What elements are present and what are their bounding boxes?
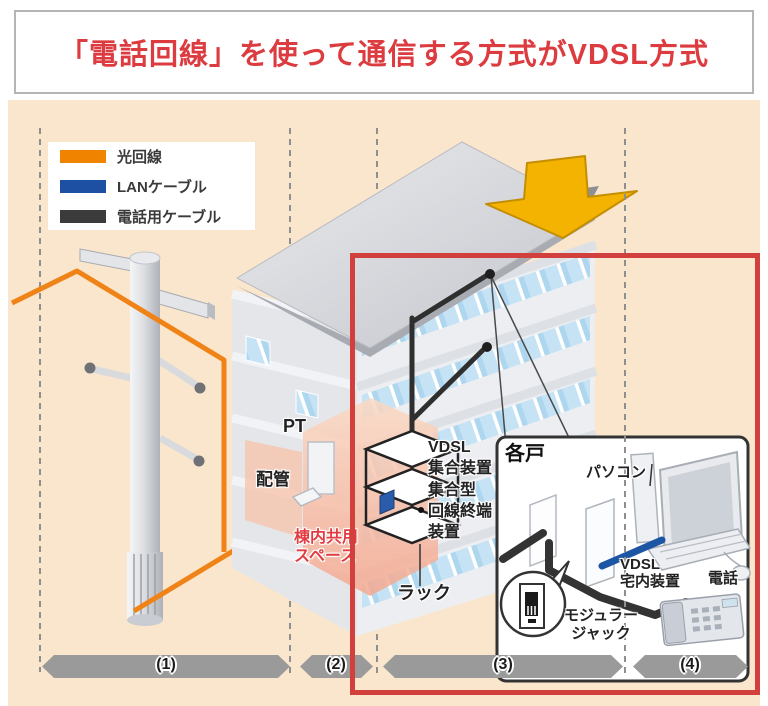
legend-item-fiber: 光回線 — [60, 146, 255, 167]
page-title: 「電話回線」を使って通信する方式がVDSL方式 — [59, 39, 709, 71]
section-label-3: (3) — [493, 656, 513, 673]
vdsl-cpe-label: VDSL 宅内装置 — [620, 556, 681, 590]
legend-label-phone: 電話用ケーブル — [117, 208, 222, 226]
legend-item-phone: 電話用ケーブル — [60, 206, 255, 227]
section-bands — [42, 655, 748, 678]
vdsl-device-in-rack — [379, 489, 395, 515]
pc-label: パソコン — [586, 464, 647, 481]
legend-label-fiber: 光回線 — [117, 148, 163, 166]
rack-illustration — [362, 429, 462, 586]
modular-jack-illustration — [499, 560, 570, 638]
callout-lines — [490, 275, 574, 447]
lan-cable — [598, 536, 666, 570]
phone-cable-swatch — [60, 209, 106, 223]
phone-label: 電話 — [708, 570, 739, 587]
vdsl-aggregator-label: VDSL 集合装置 — [428, 439, 493, 477]
yellow-arrow-icon — [485, 155, 638, 239]
section-band-1 — [42, 655, 290, 678]
rack-label: ラック — [397, 583, 451, 603]
section-label-2: (2) — [326, 656, 346, 673]
cable-tap-dot-upper — [485, 269, 495, 279]
conduit-label: 配管 — [256, 470, 290, 489]
section-band-3 — [383, 655, 623, 678]
unit-box-title: 各戸 — [505, 443, 545, 465]
section-label-4: (4) — [680, 656, 700, 673]
line-terminator-label: 集合型 回線終端 装置 — [428, 482, 493, 541]
phone-illustration — [659, 593, 745, 647]
cable-tap-dot-lower — [482, 342, 492, 352]
pc-illustration — [630, 450, 752, 581]
utility-pole-illustration — [79, 248, 215, 626]
shared-space-label: 棟内共用 スペース — [294, 529, 359, 566]
pt-box-illustration — [307, 441, 335, 495]
conduit-illustration — [291, 487, 323, 507]
pt-label: PT — [283, 416, 307, 436]
legend-label-lan: LANケーブル — [117, 178, 207, 196]
title-box: 「電話回線」を使って通信する方式がVDSL方式 — [14, 10, 754, 94]
section-band-4 — [633, 655, 748, 678]
legend-box: 光回線 LANケーブル 電話用ケーブル — [48, 142, 255, 230]
vdsl-cpe-illustration — [585, 497, 615, 589]
section-label-1: (1) — [156, 656, 176, 673]
fiber-line-swatch — [60, 149, 106, 163]
modular-jack-label: モジュラー ジャック — [564, 607, 638, 642]
lan-cable-swatch — [60, 179, 106, 193]
legend-item-lan: LANケーブル — [60, 176, 255, 197]
